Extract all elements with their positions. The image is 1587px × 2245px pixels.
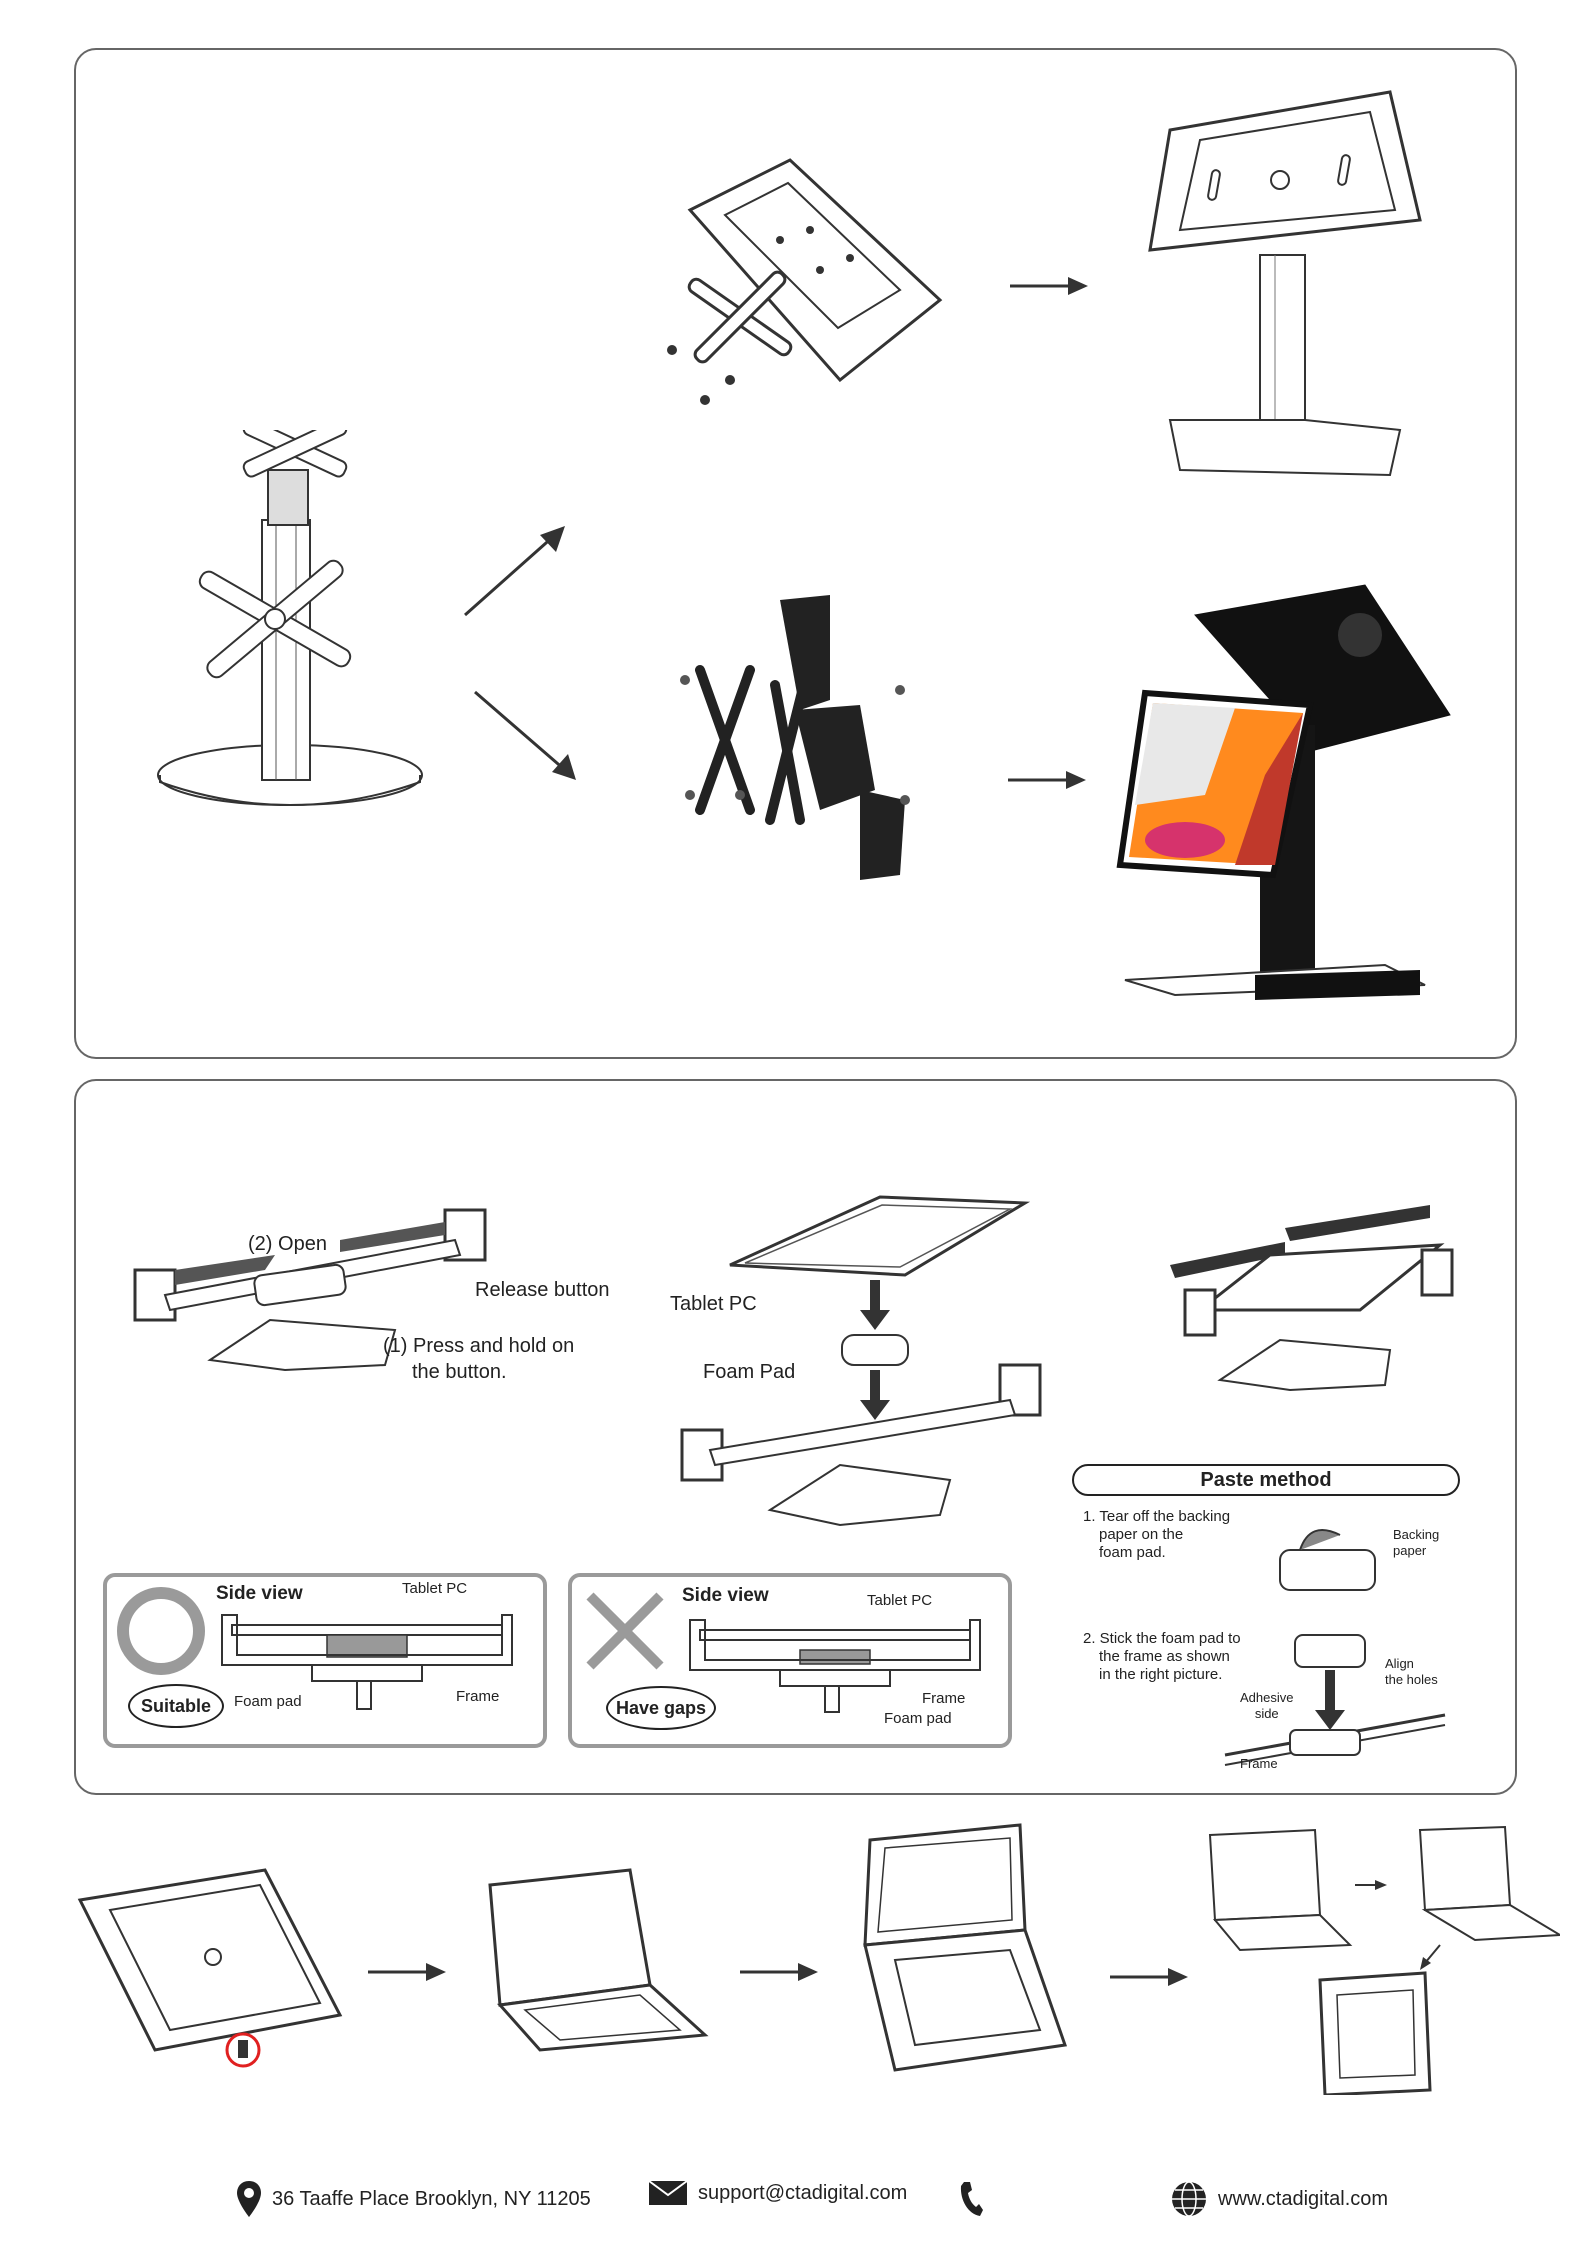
paste-step2-line1: 2. Stick the foam pad to	[1083, 1630, 1241, 1647]
footer-phone[interactable]	[958, 2180, 984, 2218]
arrow-right-icon	[1010, 277, 1088, 295]
paste-step2-line3: in the right picture.	[1099, 1666, 1223, 1683]
press-label-line2: the button.	[412, 1361, 507, 1383]
foam-pad-label: Foam Pad	[703, 1361, 796, 1383]
side-view-foam-label: Foam pad	[884, 1710, 952, 1727]
paste-step1-line1: 1. Tear off the backing	[1083, 1508, 1231, 1525]
tablet-pc-label: Tablet PC	[670, 1293, 757, 1315]
phone-icon	[960, 2182, 983, 2216]
tablet-in-enclosure-illustration	[863, 1823, 1068, 2072]
envelope-icon	[648, 2180, 688, 2205]
enclosure-bracket-illustration	[667, 158, 943, 405]
adhesive-label-line2: side	[1254, 1705, 1279, 1721]
paste-step2-line2: the frame as shown	[1099, 1648, 1230, 1665]
side-view-title: Side view	[216, 1583, 303, 1604]
suitable-badge: Suitable	[128, 1684, 224, 1728]
side-view-gaps-diagram	[689, 1619, 981, 1713]
holder-open-illustration	[133, 1208, 487, 1372]
side-view-frame-label: Frame	[456, 1688, 500, 1705]
paste-step1-line2: paper on the	[1099, 1526, 1184, 1543]
branch-arrows	[464, 526, 576, 780]
enclosure-open-illustration	[488, 1868, 709, 2052]
foam-pad-align-illustration	[1224, 1634, 1446, 1766]
align-label-line1: Align	[1385, 1656, 1414, 1671]
side-view-foam-label: Foam pad	[234, 1693, 302, 1710]
assembled-kiosk-black	[1116, 584, 1451, 1000]
paste-method-title: Paste method	[1072, 1464, 1460, 1496]
map-pin-icon	[237, 2181, 261, 2217]
tablet-clamped-illustration	[1170, 1205, 1454, 1392]
press-label-line1: Press and hold on	[413, 1335, 575, 1357]
enclosure-closing-illustration	[1208, 1825, 1560, 2095]
cross-x-icon	[586, 1592, 664, 1670]
have-gaps-badge: Have gaps	[606, 1686, 716, 1730]
arrow-right-icon	[1110, 1968, 1188, 1986]
side-view-frame-label: Frame	[922, 1690, 966, 1707]
tablet-insert-illustration	[680, 1195, 1042, 1527]
footer-address: 36 Taaffe Place Brooklyn, NY 11205	[236, 2180, 591, 2218]
arrow-right-icon	[1008, 771, 1086, 789]
open-label: Open	[278, 1233, 327, 1255]
side-view-tablet-label: Tablet PC	[867, 1592, 933, 1609]
backing-label-line1: Backing	[1393, 1527, 1440, 1542]
address-text: 36 Taaffe Place Brooklyn, NY 11205	[272, 2187, 591, 2210]
align-label-line2: the holes	[1385, 1671, 1438, 1687]
paste-step1-line3: foam pad.	[1099, 1544, 1166, 1561]
foam-pad-peel-illustration	[1279, 1529, 1376, 1591]
adhesive-label-line1: Adhesive	[1240, 1690, 1294, 1705]
side-view-title: Side view	[682, 1585, 769, 1606]
footer-website[interactable]: www.ctadigital.com	[1170, 2180, 1388, 2218]
website-link[interactable]: www.ctadigital.com	[1218, 2187, 1389, 2210]
globe-icon	[1172, 2181, 1206, 2217]
circle-ok-icon	[117, 1587, 205, 1675]
exploded-holder-illustration	[680, 595, 910, 880]
footer-email[interactable]: support@ctadigital.com	[648, 2180, 907, 2206]
assembled-kiosk-white	[1148, 90, 1422, 477]
email-link[interactable]: support@ctadigital.com	[698, 2181, 908, 2204]
step-number-2: 2	[254, 1233, 266, 1255]
stand-base-illustration	[157, 430, 423, 806]
step-number-1: 1	[389, 1335, 401, 1357]
side-view-tablet-label: Tablet PC	[402, 1580, 468, 1597]
release-button-label: Release button	[475, 1279, 610, 1301]
arrow-right-icon	[740, 1963, 818, 1981]
backing-label-line2: paper	[1393, 1542, 1427, 1558]
arrow-right-icon	[368, 1963, 446, 1981]
frame-label: Frame	[1240, 1756, 1278, 1771]
side-view-suitable-diagram	[221, 1614, 513, 1710]
enclosure-lock-illustration	[77, 1868, 343, 2068]
